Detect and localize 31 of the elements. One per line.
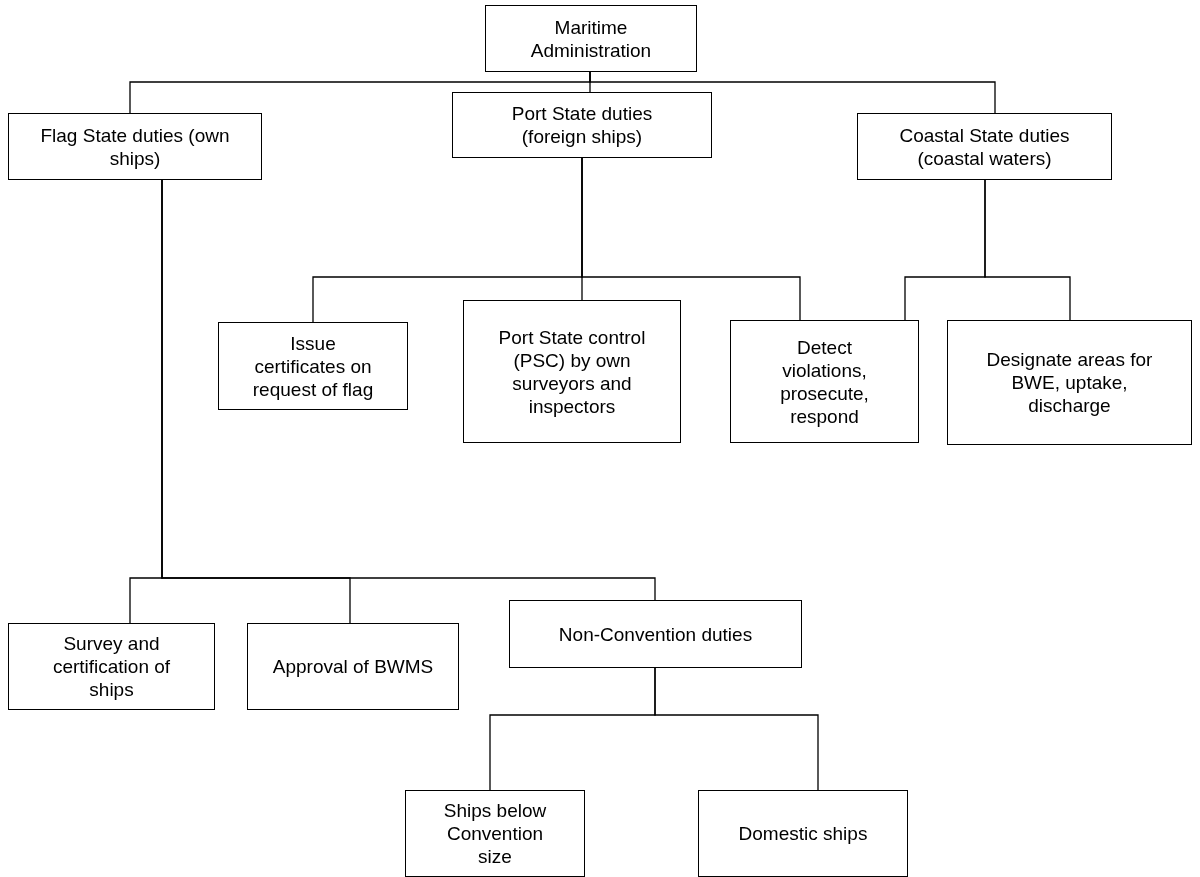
- connector-line: [161, 179, 656, 601]
- box-label: Ships below Convention size: [442, 799, 548, 868]
- org-box: [405, 790, 585, 877]
- org-box: [247, 623, 459, 710]
- org-box: [8, 113, 262, 180]
- org-box: [463, 300, 681, 443]
- box-label: Survey and certification of ships: [51, 632, 172, 701]
- box-label: Maritime Administration: [529, 15, 653, 62]
- box-label: Detect violations, prosecute, respond: [779, 335, 870, 428]
- box-label: Flag State duties (own ships): [39, 123, 231, 170]
- org-box: [698, 790, 908, 877]
- box-label: Coastal State duties (coastal waters): [898, 123, 1071, 170]
- box-label: Issue certificates on request of flag: [251, 331, 375, 401]
- box-label: Port State control (PSC) by own surveyors and inspectors: [497, 325, 647, 418]
- box-label: Non-Convention duties: [558, 622, 753, 646]
- box-label: Designate areas for BWE, uptake, discharge: [985, 348, 1154, 417]
- box-label: Port State duties (foreign ships): [510, 102, 654, 148]
- org-box: [8, 623, 215, 710]
- org-box: [485, 5, 697, 72]
- org-box: [452, 92, 712, 158]
- connector-line: [654, 667, 819, 791]
- box-label: Approval of BWMS: [272, 655, 434, 678]
- connector-line: [984, 179, 1071, 321]
- org-box: [509, 600, 802, 668]
- org-box: [947, 320, 1192, 445]
- org-box: [218, 322, 408, 410]
- connector-line: [589, 71, 996, 114]
- connector-line: [581, 157, 801, 321]
- box-label: Domestic ships: [738, 822, 868, 845]
- org-box: [857, 113, 1112, 180]
- org-box: [730, 320, 919, 443]
